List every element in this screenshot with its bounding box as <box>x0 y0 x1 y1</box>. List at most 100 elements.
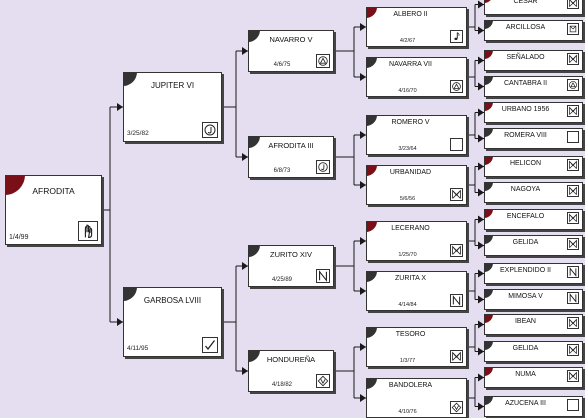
animal-name: ROMERA VIII <box>504 132 547 139</box>
animal-card-gen5-gelida[interactable]: GELIDA <box>484 235 583 256</box>
animal-card-gen5-explendido-ii[interactable]: EXPLENDIDO II <box>484 263 583 284</box>
sex-marker <box>485 397 493 405</box>
sex-marker <box>485 77 493 85</box>
birth-date: 4/2/67 <box>399 38 416 44</box>
sex-marker <box>367 166 377 176</box>
animal-name: ENCEFALO <box>506 213 545 220</box>
m-brand-icon <box>567 53 579 65</box>
m-brand-icon <box>567 370 579 382</box>
animal-name: GELIDA <box>512 239 539 246</box>
animal-name: LECERANO <box>391 225 430 232</box>
animal-name: URBANIDAD <box>389 169 432 176</box>
sex-marker <box>367 328 377 338</box>
birth-date: 6/8/73 <box>273 168 291 174</box>
animal-name: NAVARRO V <box>269 35 313 44</box>
sex-marker <box>249 31 260 42</box>
sex-marker <box>367 222 377 232</box>
animal-card-gen4-lecerano[interactable]: LECERANO 1/25/70 <box>366 221 467 261</box>
circle-v-brand-icon <box>450 401 463 414</box>
animal-name: BANDOLERA <box>388 382 433 389</box>
sex-marker <box>367 379 377 389</box>
animal-name: AFRODITA III <box>268 141 314 150</box>
n-brand-icon <box>567 292 579 304</box>
animal-card-gen3-afrodita-iii[interactable]: AFRODITA III 6/8/73 <box>248 136 334 178</box>
animal-card-gen5-gelida[interactable]: GELIDA <box>484 341 583 362</box>
animal-card-gen4-romero-v[interactable]: ROMERO V 3/23/64 <box>366 115 467 155</box>
animal-name: TESORO <box>395 331 426 338</box>
animal-name: SEÑALADO <box>506 54 545 61</box>
sex-marker <box>249 351 260 362</box>
animal-name: NAGOYA <box>510 186 541 193</box>
animal-card-gen5-arcillosa[interactable]: ARCILLOSA <box>484 20 583 41</box>
birth-date: 3/25/82 <box>127 130 149 137</box>
animal-card-gen5-numa[interactable]: NUMA <box>484 367 583 388</box>
birth-date: 1/4/99 <box>9 234 29 241</box>
animal-name: NAVARRA VII <box>389 61 432 68</box>
animal-name: HELICON <box>509 160 542 167</box>
birth-date: 4/14/84 <box>398 302 417 308</box>
animal-card-gen5-ibean[interactable]: IBEAN <box>484 314 583 335</box>
sex-marker <box>485 157 493 165</box>
animal-name: MIMOSA V <box>508 293 543 300</box>
sex-marker <box>485 315 493 323</box>
animal-card-gen5-nagoya[interactable]: NAGOYA <box>484 182 583 203</box>
sex-marker <box>249 246 260 257</box>
animal-name: CANTABRA II <box>503 80 548 87</box>
animal-card-gen5-senalado[interactable]: SEÑALADO <box>484 50 583 71</box>
sex-marker <box>485 342 493 350</box>
animal-card-gen5-cantabra-ii[interactable]: CANTABRA II <box>484 76 583 97</box>
animal-name: ALBERO II <box>393 11 428 18</box>
blank-brand-icon <box>450 138 463 151</box>
animal-name: EXPLENDIDO II <box>500 267 551 274</box>
animal-card-gen5-romera-viii[interactable]: ROMERA VIII <box>484 128 583 149</box>
sex-marker <box>485 368 493 376</box>
animal-name: ARCILLOSA <box>505 24 546 31</box>
circle-v-brand-icon <box>316 374 330 388</box>
n-brand-icon <box>316 269 330 283</box>
sex-marker <box>367 116 377 126</box>
animal-card-gen5-encefalo[interactable]: ENCEFALO <box>484 209 583 230</box>
m-brand-icon <box>450 244 463 257</box>
blank-brand-icon <box>567 399 579 411</box>
animal-card-gen5-mimosa-v[interactable]: MIMOSA V <box>484 289 583 310</box>
animal-name: URBANO 1956 <box>501 106 550 113</box>
animal-card-gen5-cesar[interactable]: CESAR <box>484 0 583 15</box>
animal-card-gen5-helicon[interactable]: HELICON <box>484 156 583 177</box>
animal-name: ROMERO V <box>391 119 430 126</box>
sex-marker <box>485 183 493 191</box>
m-brand-icon <box>567 185 579 197</box>
circle-triangle-brand-icon <box>450 80 463 93</box>
sex-marker <box>485 129 493 137</box>
m-brand-icon <box>567 212 579 224</box>
music-note-brand-icon <box>450 30 463 43</box>
sex-marker <box>485 210 493 218</box>
m-brand-icon <box>567 0 579 9</box>
birth-date: 1/25/70 <box>398 252 417 258</box>
n-brand-icon <box>450 294 463 307</box>
n-brand-icon <box>567 266 579 278</box>
circle-triangle-brand-icon <box>567 79 579 91</box>
animal-card-gen5-azucena-iii[interactable]: AZUCENA III <box>484 396 583 417</box>
hand-brand-icon <box>78 221 98 241</box>
sex-marker <box>485 236 493 244</box>
sex-marker <box>367 8 377 18</box>
circle-j-brand-icon <box>202 122 218 138</box>
animal-card-gen5-urbano-1956[interactable]: URBANO 1956 <box>484 102 583 123</box>
birth-date: 4/18/82 <box>271 382 293 388</box>
m-brand-icon <box>450 188 463 201</box>
animal-card-gen4-albero-ii[interactable]: ALBERO II 4/2/67 <box>366 7 467 47</box>
birth-date: 3/23/64 <box>398 146 417 152</box>
sex-marker <box>367 272 377 282</box>
